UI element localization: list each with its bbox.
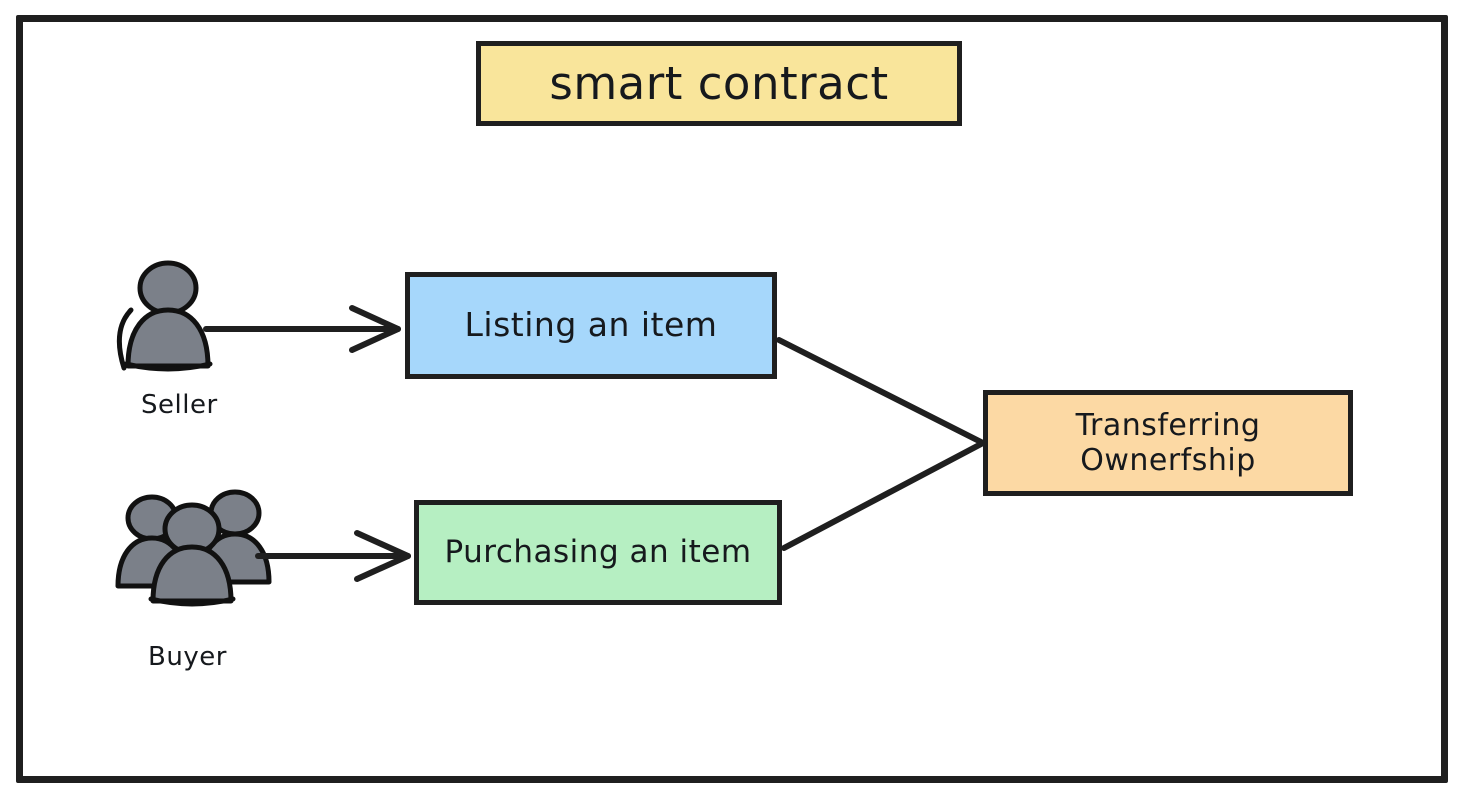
node-transfer-line2: Ownerfship (1080, 443, 1256, 478)
node-listing-an-item: Listing an item (405, 272, 777, 379)
node-purchasing-an-item: Purchasing an item (414, 500, 782, 605)
actor-label-seller: Seller (141, 390, 218, 420)
diagram-outer-frame (16, 15, 1448, 783)
smart-contract-title-box: smart contract (476, 41, 962, 126)
actor-label-buyer: Buyer (148, 642, 227, 672)
node-transferring-ownership: Transferring Ownerfship (983, 390, 1353, 496)
node-transfer-line1: Transferring (1075, 407, 1261, 443)
